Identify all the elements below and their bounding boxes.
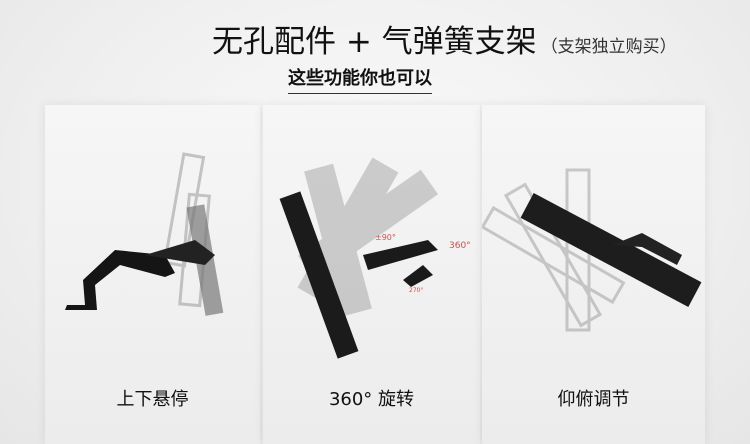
monitor-arm-rotate-image — [279, 157, 439, 359]
caption-rotate: 360° 旋转 — [328, 389, 415, 410]
rotation-label-swivel: 360° — [449, 241, 471, 251]
panel-tilt: 仰俯调节 — [482, 105, 705, 444]
caption-tilt: 仰俯调节 — [557, 389, 630, 410]
panel-hover: 上下悬停 — [45, 105, 260, 444]
page-title: 无孔配件 + 气弹簧支架（支架独立购买） — [212, 16, 677, 61]
rotation-label-tilt: ±90° — [375, 233, 396, 242]
title-note: （支架独立购买） — [540, 37, 677, 57]
panel-rotate: ±90° 360° 270° 360° 旋转 — [263, 105, 480, 444]
monitor-arm-hover-image — [65, 152, 224, 316]
monitor-arm-tilt-image — [482, 168, 702, 332]
caption-hover: 上下悬停 — [116, 389, 189, 410]
rotation-label-base: 270° — [409, 287, 424, 294]
title-text: 无孔配件 + 气弹簧支架 — [212, 24, 537, 60]
subtitle: 这些功能你也可以 — [288, 64, 432, 94]
